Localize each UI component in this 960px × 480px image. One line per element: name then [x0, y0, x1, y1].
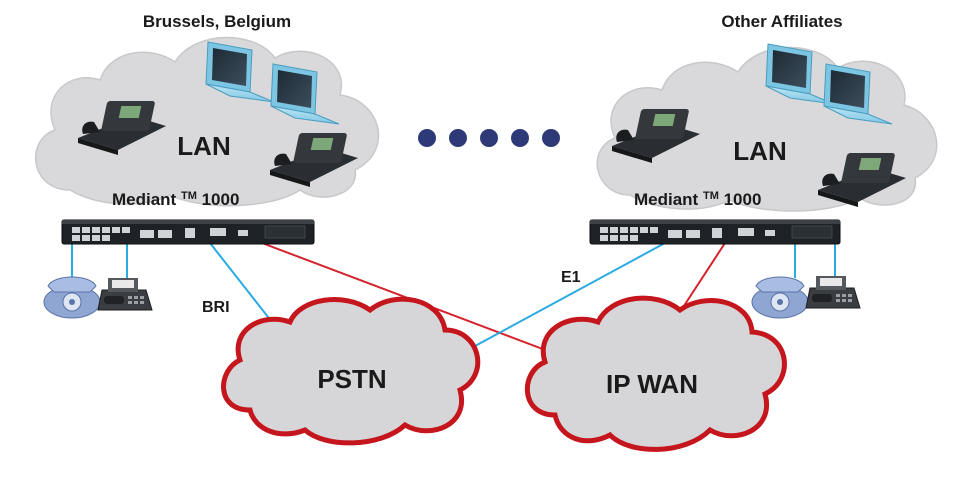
- bri-link-label: BRI: [202, 299, 230, 316]
- device-trademark: TM: [181, 190, 197, 202]
- device-model: 1000: [724, 190, 762, 209]
- device-name: Mediant: [634, 190, 699, 209]
- device-label-right: Mediant TM 1000: [634, 184, 761, 209]
- e1-link-line: [439, 242, 666, 366]
- pstn-cloud: [221, 296, 481, 446]
- site-title-left: Brussels, Belgium: [143, 12, 291, 31]
- lan-label-right: LAN: [733, 136, 786, 166]
- analog-phone-icon: [43, 276, 101, 319]
- device-label-left: Mediant TM 1000: [112, 184, 239, 209]
- ipwan-cloud: [524, 295, 787, 452]
- pstn-label: PSTN: [317, 364, 386, 394]
- ip-phone-icon: [818, 153, 906, 207]
- ip-phone-icon: [78, 101, 166, 155]
- mediant-device-right: [589, 219, 841, 245]
- ipwan-label: IP WAN: [606, 369, 698, 399]
- fax-machine-icon: [97, 278, 153, 311]
- laptop-icon: [270, 63, 340, 125]
- mediant-device-left: [61, 219, 315, 245]
- ip-phone-icon: [612, 109, 700, 163]
- device-trademark: TM: [703, 190, 719, 202]
- laptop-icon: [823, 63, 893, 125]
- device-name: Mediant: [112, 190, 177, 209]
- ellipsis-dots: [418, 129, 560, 147]
- site-title-right: Other Affiliates: [721, 12, 842, 31]
- device-model: 1000: [202, 190, 240, 209]
- fax-machine-icon: [805, 276, 861, 309]
- ip-phone-icon: [270, 133, 358, 187]
- laptop-icon: [205, 41, 275, 103]
- lan-label-left: LAN: [177, 131, 230, 161]
- e1-link-label: E1: [561, 269, 581, 286]
- analog-phone-icon: [751, 276, 809, 319]
- laptop-icon: [765, 43, 835, 105]
